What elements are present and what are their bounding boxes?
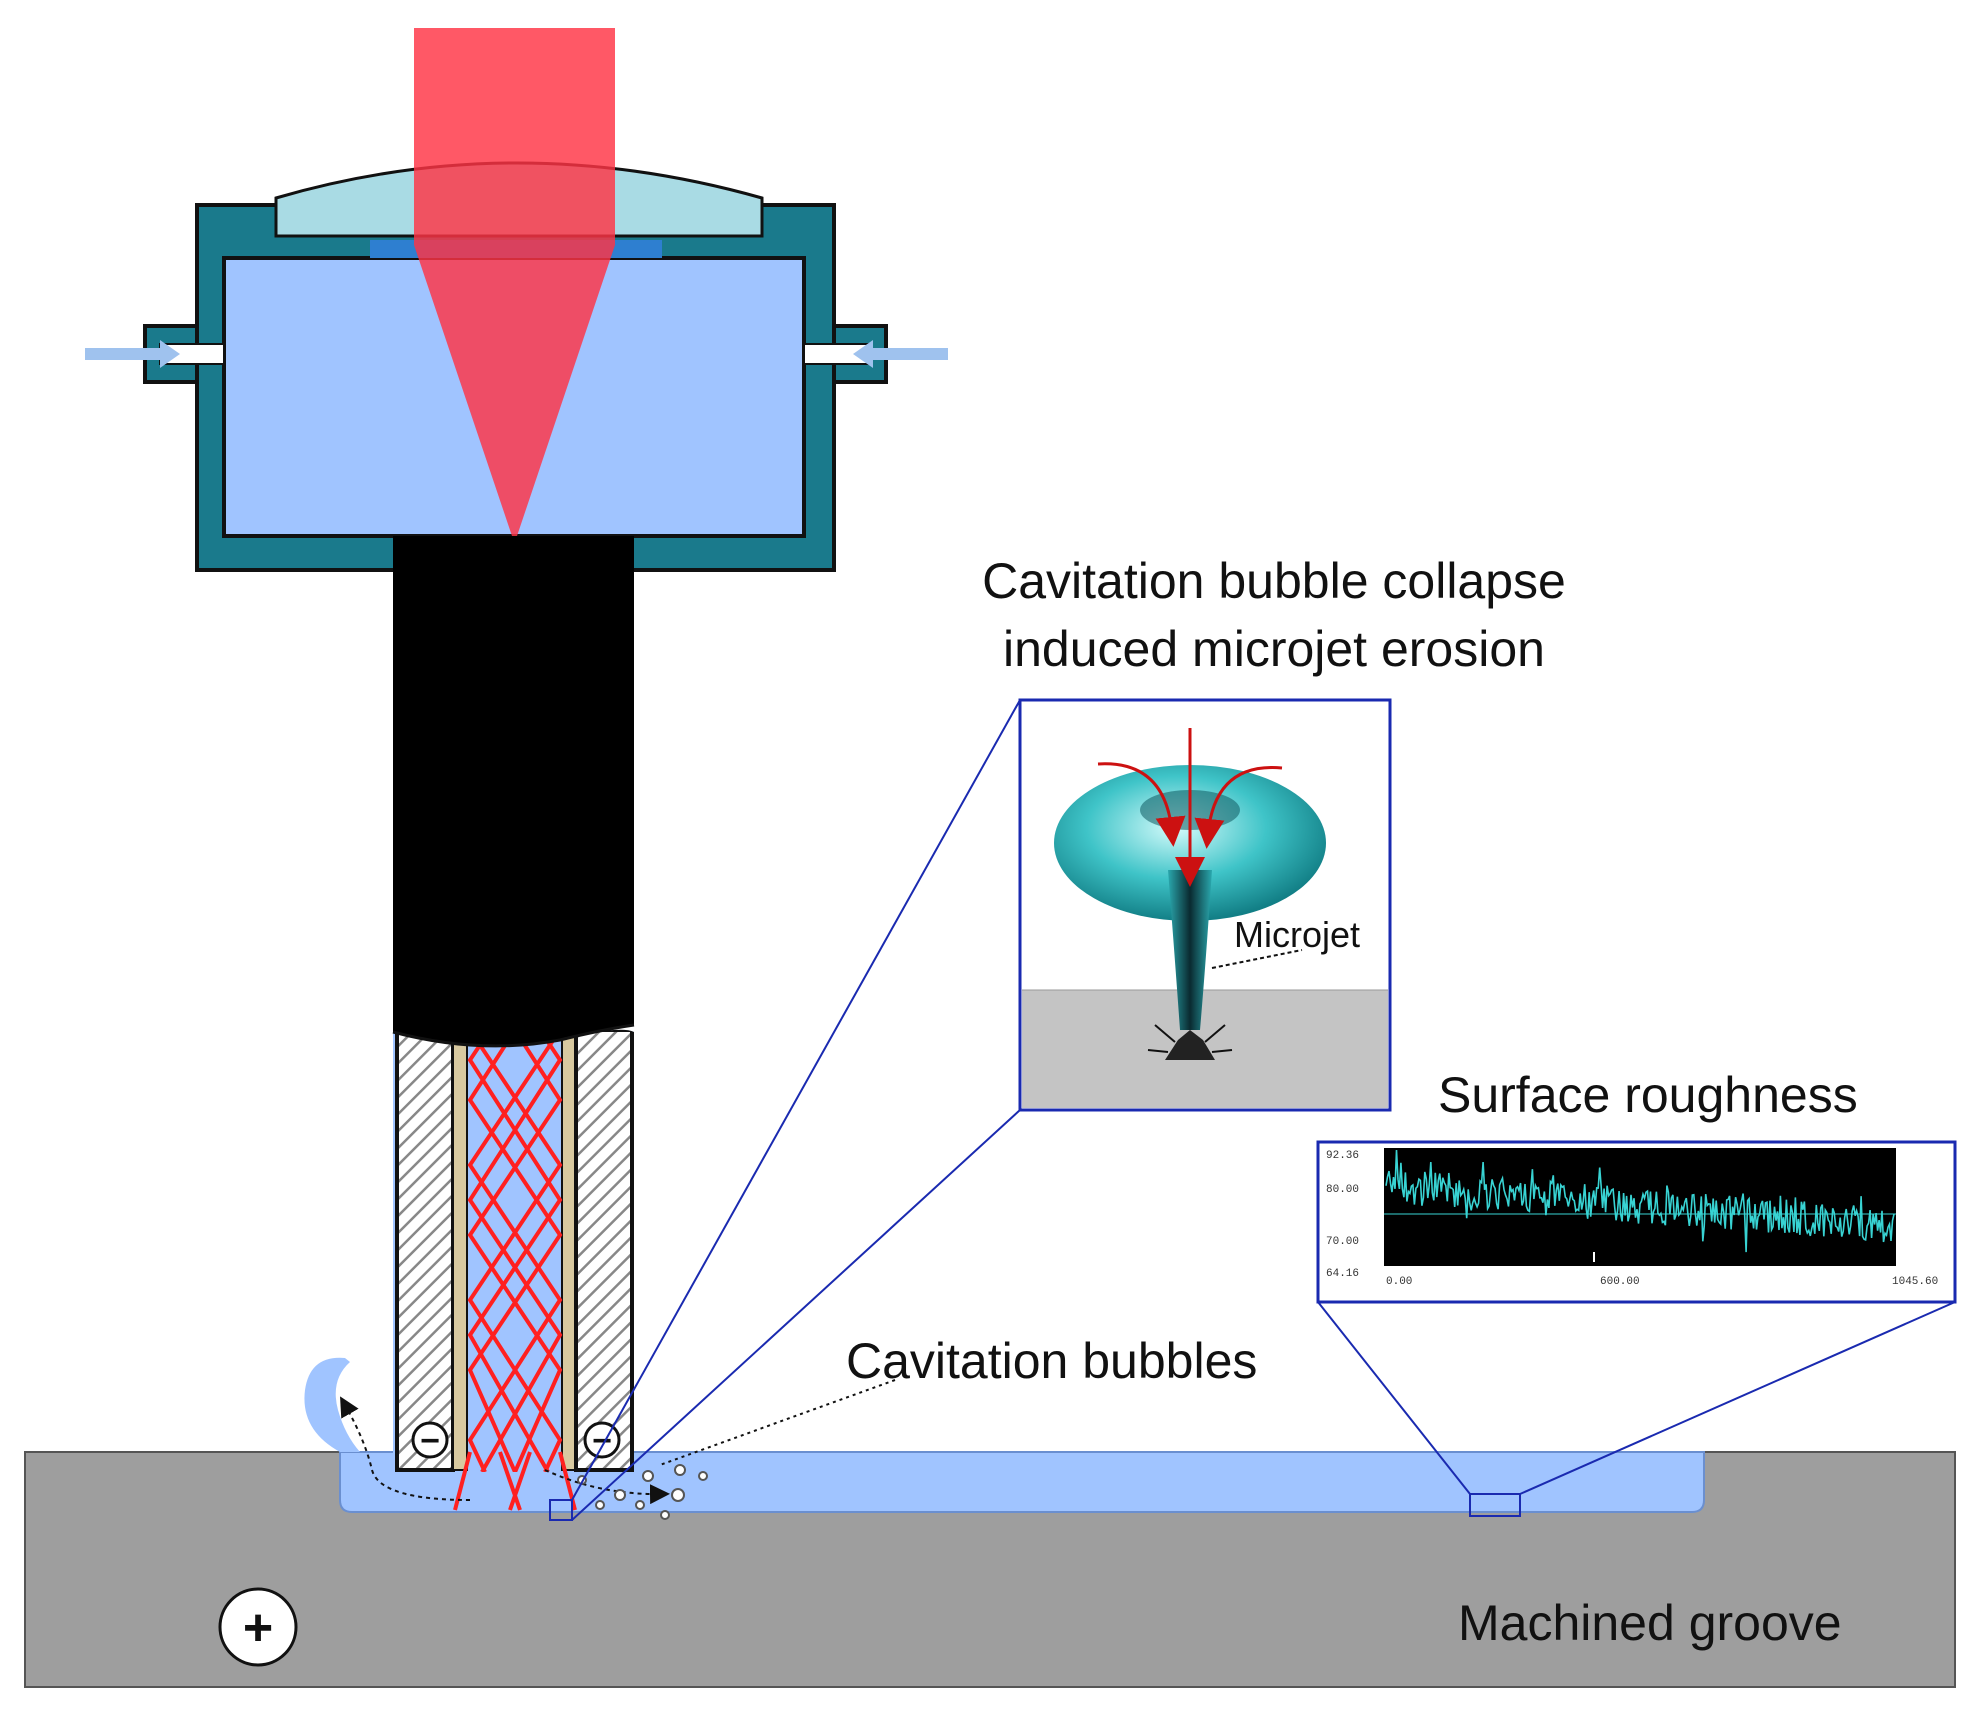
microjet-inset: [1018, 698, 1392, 1112]
right-electrode-wall: [574, 1029, 634, 1472]
cathode-right-sign: −: [592, 1422, 612, 1460]
roughness-y-tick: 80.00: [1326, 1184, 1360, 1196]
nozzle-cutaway: [393, 1029, 634, 1472]
roughness-y-tick: 64.16: [1326, 1268, 1360, 1280]
left-electrode-wall: [395, 1029, 455, 1472]
microjet-zoom-marker: [549, 1499, 573, 1521]
roughness-x-tick: 1045.60: [1892, 1276, 1939, 1288]
water-inlet-arrow-left: [85, 340, 180, 368]
cathode-left-sign: −: [420, 1422, 440, 1460]
roughness-y-tick: 70.00: [1326, 1236, 1360, 1248]
microjet-label: Microjet: [1234, 914, 1361, 955]
roughness-signal: [1385, 1149, 1895, 1253]
cathode-left-symbol: [411, 1421, 449, 1459]
roughness-y-tick: 92.36: [1326, 1150, 1360, 1162]
laser-beam: [414, 28, 615, 536]
water-inlet-arrow-right: [853, 340, 948, 368]
impact-crater: [1165, 1030, 1215, 1060]
roughness-zoom-marker: [1469, 1493, 1521, 1517]
inset-title-line2: induced microjet erosion: [1003, 621, 1545, 677]
flow-arrow-right: [544, 1469, 670, 1505]
nozzle-body: [393, 536, 634, 1058]
anode-symbol: [218, 1587, 298, 1667]
roughness-x-tick: 600.00: [1600, 1276, 1640, 1288]
anode-sign: +: [243, 1599, 273, 1657]
flow-arrow-left: [340, 1396, 471, 1501]
microjet-leader-line: [1211, 949, 1303, 969]
microjet-stem: [1168, 870, 1212, 1030]
machined-groove-label: Machined groove: [1458, 1595, 1842, 1651]
cavitation-bubbles-label: Cavitation bubbles: [846, 1333, 1258, 1389]
surface-roughness-label: Surface roughness: [1438, 1067, 1858, 1123]
roughness-x-tick: 0.00: [1386, 1276, 1413, 1288]
water-splash: [304, 1357, 360, 1452]
inset-title-line1: Cavitation bubble collapse: [982, 553, 1566, 609]
laser-total-internal-reflection: [467, 1029, 563, 1472]
